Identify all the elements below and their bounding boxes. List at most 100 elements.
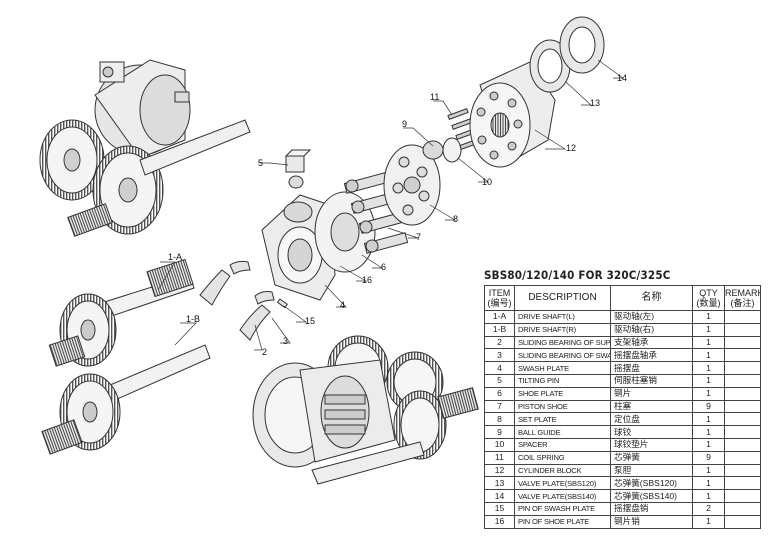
- cell-remark: [724, 450, 761, 465]
- cell-remark: [724, 501, 761, 516]
- item-labels: 1-A 1-B 2 3 4 5 6 7 8 9 10 11 12 13 14 1…: [168, 73, 627, 357]
- cell-remark: [724, 386, 761, 401]
- label-4: 4: [340, 300, 345, 310]
- label-16: 16: [362, 275, 372, 285]
- cell-item: 10: [484, 437, 515, 452]
- label-1a: 1-A: [168, 252, 182, 262]
- set-plate: [383, 144, 441, 226]
- cell-description: SPACER: [514, 437, 611, 452]
- shaft-1a: [48, 258, 195, 367]
- cell-description: COIL SPRING: [514, 450, 611, 465]
- header-item-en: ITEM: [488, 288, 511, 298]
- label-9: 9: [402, 119, 407, 129]
- cell-description: PIN OF SWASH PLATE: [514, 501, 611, 516]
- label-12: 12: [566, 143, 576, 153]
- cell-name: 驱动轴(左): [610, 310, 693, 324]
- label-3: 3: [283, 336, 288, 346]
- cell-name: 钢片销: [610, 514, 693, 529]
- cell-qty: 9: [692, 450, 725, 465]
- cell-remark: [724, 463, 761, 478]
- cell-remark: [724, 310, 761, 324]
- cell-description: PIN OF SHOE PLATE: [514, 514, 611, 529]
- cell-item: 6: [484, 386, 515, 401]
- header-remark-en: REMARK: [725, 288, 761, 298]
- piston-shoes: [343, 172, 409, 254]
- gear-top-left-b: [92, 145, 164, 235]
- cell-qty: 1: [692, 373, 725, 388]
- shaft-1b: [41, 344, 211, 455]
- cell-remark: [724, 425, 761, 439]
- label-8: 8: [453, 214, 458, 224]
- cell-item: 15: [484, 501, 515, 516]
- cell-qty: 1: [692, 437, 725, 452]
- cell-remark: [724, 373, 761, 388]
- cell-remark: [724, 437, 761, 452]
- cell-description: DRIVE SHAFT(L): [514, 310, 611, 324]
- cell-qty: 1: [692, 412, 725, 427]
- ball-guide: [422, 137, 462, 163]
- cell-item: 2: [484, 335, 515, 350]
- cell-qty: 9: [692, 399, 725, 414]
- cell-name: 伺服柱塞销: [610, 373, 693, 388]
- label-14: 14: [617, 73, 627, 83]
- header-remark: REMARK (备注): [724, 285, 761, 311]
- cell-item: 1-A: [484, 310, 515, 324]
- cell-description: CYLINDER BLOCK: [514, 463, 611, 478]
- cell-remark: [724, 489, 761, 503]
- cell-name: 驱动轴(右): [610, 322, 693, 337]
- cell-item: 8: [484, 412, 515, 427]
- cell-remark: [724, 514, 761, 529]
- label-10: 10: [482, 177, 492, 187]
- pump-assembly-top-left: [39, 59, 251, 237]
- cell-item: 5: [484, 373, 515, 388]
- cell-name: 芯弹簧(SBS120): [610, 476, 693, 491]
- cell-item: 12: [484, 463, 515, 478]
- cell-remark: [724, 322, 761, 337]
- cell-name: 泵胆: [610, 463, 693, 478]
- label-1b: 1-B: [186, 314, 200, 324]
- cell-qty: 1: [692, 322, 725, 337]
- cell-description: PISTON SHOE: [514, 399, 611, 414]
- cell-item: 13: [484, 476, 515, 491]
- header-qty-en: QTY: [699, 288, 718, 298]
- cell-description: SHOE PLATE: [514, 386, 611, 401]
- cell-qty: 1: [692, 361, 725, 375]
- label-13: 13: [590, 98, 600, 108]
- cell-qty: 1: [692, 489, 725, 503]
- pump-assembly-bottom: [252, 335, 479, 485]
- cell-name: 摇摆盘: [610, 361, 693, 375]
- header-description: DESCRIPTION: [514, 285, 611, 311]
- table-title: SBS80/120/140 FOR 320C/325C: [484, 268, 671, 282]
- cell-qty: 1: [692, 310, 725, 324]
- cell-name: 芯弹簧(SBS140): [610, 489, 693, 503]
- gear-top-left-a: [39, 119, 105, 201]
- cell-description: SLIDING BEARING OF SUPPORT: [514, 335, 611, 350]
- parts-table: ITEM (编号) DESCRIPTION 名称 QTY (数量) REMARK…: [484, 285, 761, 529]
- cell-qty: 1: [692, 386, 725, 401]
- cell-item: 14: [484, 489, 515, 503]
- cell-name: 摇摆盘销: [610, 501, 693, 516]
- valve-plate-14: [559, 16, 605, 74]
- cell-remark: [724, 335, 761, 350]
- cell-name: 定位盘: [610, 412, 693, 427]
- cell-item: 3: [484, 348, 515, 363]
- header-item: ITEM (编号): [484, 285, 515, 311]
- cell-description: VALVE PLATE(SBS120): [514, 476, 611, 491]
- cell-name: 球铰垫片: [610, 437, 693, 452]
- valve-plate-13: [529, 39, 571, 93]
- cell-qty: 1: [692, 348, 725, 363]
- label-2: 2: [262, 347, 267, 357]
